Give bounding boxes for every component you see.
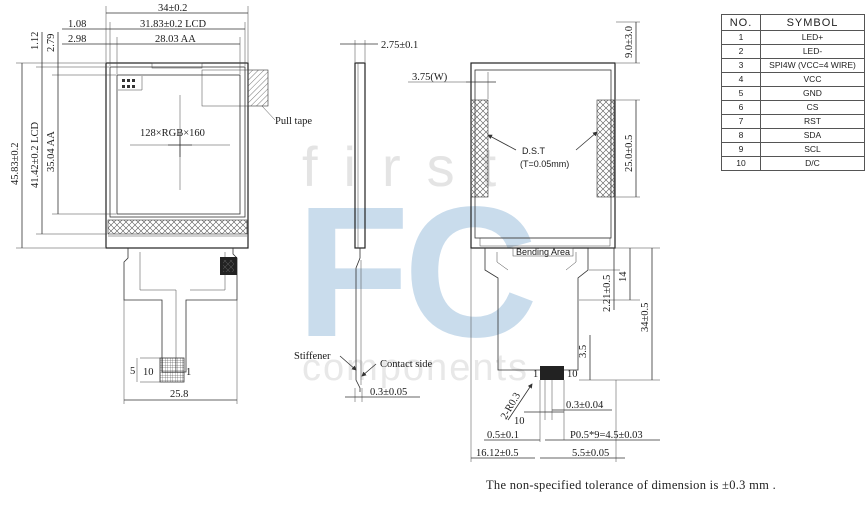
side-thickness: 2.75±0.1 [381,40,418,51]
pitch-spec: P0.5*9=4.5±0.03 [570,430,643,441]
pin-symbol: LED+ [760,30,865,45]
pin-symbol: SPI4W (VCC=4 WIRE) [760,58,865,73]
back-pin-length: 3.5 [578,345,589,358]
stiffener-thickness: 0.3±0.05 [370,387,407,398]
pin-number: 8 [721,128,761,143]
pin-symbol: RST [760,114,865,129]
pixel-marker [118,76,143,91]
pin-thickness: 0.3±0.04 [566,400,604,411]
aa-height: 35.04 AA [46,131,57,172]
back-fpc-length: 34±0.5 [640,303,651,332]
pin-symbol: SDA [760,128,865,143]
contact-side-label: Contact side [380,359,433,370]
front-pin-last: 1 [186,367,191,378]
pin-number: 3 [721,58,761,73]
front-pin-height: 5 [130,366,135,377]
top-offset-1: 1.12 [30,32,41,50]
front-view: 128×RGB×160 Pull tape 10 1 5 34±0.2 31.8… [10,3,312,404]
back-top-offset: 9.0±3.0 [624,26,635,58]
watermark-first: first [302,135,522,198]
watermark: first FC components [296,135,540,389]
pin-number: 10 [721,156,761,171]
aa-width: 28.03 AA [155,34,196,45]
watermark-fc: FC [296,169,534,376]
dst-label: D.S.T [522,146,546,156]
width-total: 34±0.2 [158,3,187,14]
lcd-width: 31.83±0.2 LCD [140,19,207,30]
pin-number: 1 [721,30,761,45]
stiffener-label: Stiffener [294,351,331,362]
pull-tape [247,69,269,107]
pin-number: 4 [721,72,761,87]
left-offset-2: 2.98 [68,34,86,45]
pin-number: 7 [721,114,761,129]
pin-symbol: VCC [760,72,865,87]
pin-span: 5.5±0.05 [572,448,609,459]
front-pin-first: 10 [143,367,154,378]
back-bend-length: 14 [618,271,629,282]
side-view: 2.75±0.1 Stiffener Contact side 0.3±0.05 [294,40,433,402]
back-view: D.S.T (T=0.05mm) 3.75(W) Bending Area 1 … [408,21,660,462]
pin-symbol: GND [760,86,865,101]
pin-number: 6 [721,100,761,115]
back-pin-first: 1 [533,369,538,380]
top-offset-2: 2.79 [46,34,57,52]
pitch-left: 10 [514,416,525,427]
resolution-label: 128×RGB×160 [140,128,205,139]
pin-offset: 0.5±0.1 [487,430,519,441]
bending-area-label: Bending Area [516,247,570,257]
height-total: 45.83±0.2 [10,142,21,185]
pin-number: 5 [721,86,761,101]
pin-symbol: D/C [760,156,865,171]
pin-symbol: CS [760,100,865,115]
back-tape-height: 25.0±0.5 [624,135,635,172]
pin-symbol: LED- [760,44,865,59]
tolerance-note: The non-specified tolerance of dimension… [486,478,777,492]
back-bend-offset: 2.21±0.5 [602,275,613,312]
table-header-symbol: SYMBOL [760,14,865,31]
pull-tape-label: Pull tape [275,116,312,127]
back-pin-last: 10 [567,369,578,380]
pin-number: 9 [721,142,761,157]
tape-width-label: 3.75(W) [412,72,448,83]
left-offset-1: 1.08 [68,19,86,30]
watermark-components: components [302,347,529,389]
table-header-no: NO. [721,14,761,31]
fpc-width: 25.8 [170,389,188,400]
dst-thickness: (T=0.05mm) [520,159,569,169]
lcd-height: 41.42±0.2 LCD [30,121,41,188]
fpc-total: 16.12±0.5 [476,448,519,459]
pin-number: 2 [721,44,761,59]
pin-symbol: SCL [760,142,865,157]
